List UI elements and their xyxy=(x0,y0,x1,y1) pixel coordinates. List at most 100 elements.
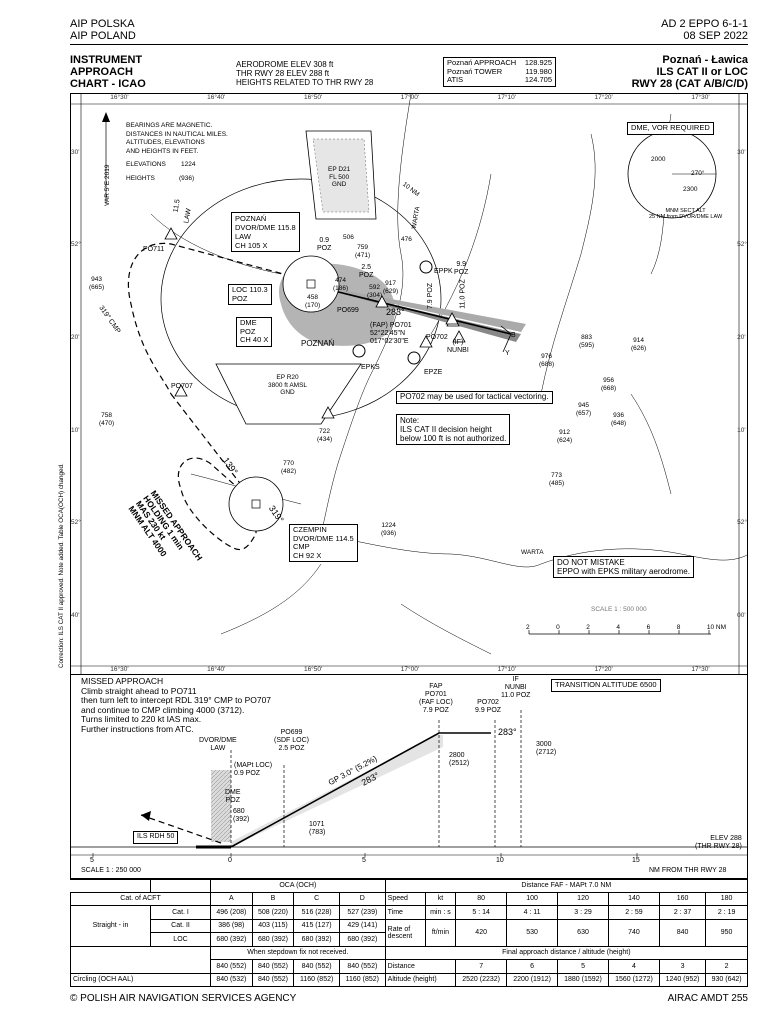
lat-tick: 52° xyxy=(737,519,747,527)
lon-tick: 16°30' xyxy=(110,94,129,101)
elev-ref: (THR RWY 28) xyxy=(695,843,742,850)
speed-label: Speed xyxy=(384,891,426,906)
loc-box: LOC 110.3 POZ xyxy=(228,284,272,305)
area-upper: FL 500 xyxy=(329,173,350,181)
obstacle: 912(624) xyxy=(557,429,572,444)
navaid-name: DVOR/DME xyxy=(199,737,237,744)
rate: 630 xyxy=(557,918,609,947)
lon-tick: 17°20' xyxy=(594,666,613,673)
time: 3 : 29 xyxy=(557,905,609,920)
height: (783) xyxy=(309,829,326,836)
note-title: Note: xyxy=(400,416,420,425)
area-name: EP D21 xyxy=(328,166,351,173)
transition-altitude: TRANSITION ALTITUDE 6500 xyxy=(551,679,661,692)
note-title: DO NOT MISTAKE xyxy=(557,558,625,567)
elev-value: ELEV 288 xyxy=(710,835,742,842)
navaid-ident: LAW xyxy=(235,232,251,241)
group-label: Straight - in xyxy=(70,905,151,947)
altitude: 930 (642) xyxy=(705,972,748,987)
obs-elev: 506 xyxy=(343,234,354,241)
heights-label: HEIGHTS xyxy=(126,175,155,182)
oca-cell: 840 (552) xyxy=(251,972,295,987)
obs-elev: 956 xyxy=(603,377,615,384)
lon-tick: 16°30' xyxy=(110,666,129,673)
col-head: D xyxy=(338,891,386,906)
scale-tick: 2 xyxy=(526,624,530,631)
po711-fix: PO711 xyxy=(143,246,165,253)
lat-tick: 52° xyxy=(737,241,747,249)
cat2-note: Note: ILS CAT II decision height below 1… xyxy=(396,414,511,445)
lon-tick: 17°10' xyxy=(497,666,516,673)
speed: 80 xyxy=(455,891,508,906)
obstacle: 914(626) xyxy=(631,337,646,352)
obs-elev: 474 xyxy=(335,277,347,284)
elevations-label: ELEVATIONS xyxy=(126,161,166,168)
rate: 950 xyxy=(705,918,748,947)
col-head: B xyxy=(251,891,295,906)
aip-header-left: AIP POLSKA AIP POLAND xyxy=(70,18,136,42)
obs-elev: 917 xyxy=(385,280,397,287)
oca-cell: 840 (552) xyxy=(210,959,253,974)
navaid-name: POZNAŃ xyxy=(235,214,267,223)
minima-tables: OCA (OCH) Distance FAF - MAPt 7.0 NM Cat… xyxy=(70,878,749,987)
poz-11: 11.0 POZ xyxy=(460,279,468,308)
obstacle: 773(485) xyxy=(549,472,564,487)
thr-elev: ELEV 288(THR RWY 28) xyxy=(695,835,742,851)
obs-elev: 976 xyxy=(541,353,553,360)
runway-category: RWY 28 (CAT A/B/C/D) xyxy=(631,78,748,90)
obs-height: (657) xyxy=(576,409,592,417)
obs-height: (434) xyxy=(317,435,333,443)
obs-height: (186) xyxy=(333,284,349,292)
time: 5 : 14 xyxy=(455,905,508,920)
dist-title: Distance FAF - MAPt 7.0 NM xyxy=(384,878,749,893)
msa-sector-b: 2300 xyxy=(683,186,698,193)
msa-caption: MNM SECT ALT 25 NM from DVOR/DME LAW xyxy=(649,208,722,220)
loc-freq: LOC 110.3 xyxy=(232,285,268,294)
aip-polska: AIP POLSKA xyxy=(70,18,135,30)
obstacle: 883(595) xyxy=(579,334,594,349)
if-nunbi: (IF) NUNBI xyxy=(447,339,469,355)
lon-tick: 17°10' xyxy=(497,94,516,101)
dist-ref: POZ xyxy=(427,282,435,298)
altitude-label: Altitude (height) xyxy=(384,972,457,987)
fix-name: PO699 xyxy=(280,729,303,736)
time: 2 : 19 xyxy=(705,905,748,920)
oca-cell: 403 (115) xyxy=(251,918,295,933)
freq-name: Poznań APPROACH xyxy=(447,58,517,67)
distance: 7 xyxy=(455,959,508,974)
dist-tick: 0 xyxy=(228,857,232,864)
oca-cell: 516 (228) xyxy=(293,905,340,920)
ep-r20: EP R20 3800 ft AMSL GND xyxy=(268,374,307,397)
dist-tick: 15 xyxy=(632,857,640,864)
oca-table: OCA (OCH) Distance FAF - MAPt 7.0 NM Cat… xyxy=(70,878,749,987)
fap-name: (FAP) PO701 xyxy=(370,322,412,329)
time: 4 : 11 xyxy=(506,905,559,920)
obstacle: 956(668) xyxy=(601,377,616,392)
aip-header-right: AD 2 EPPO 6-1-1 08 SEP 2022 xyxy=(661,18,748,42)
lat-tick: 00' xyxy=(737,611,746,619)
oca-cell: 840 (552) xyxy=(338,959,386,974)
obs-elev: 592 xyxy=(369,284,381,291)
missed-line: then turn left to intercept RDL 319° CMP… xyxy=(81,695,272,705)
time: 2 : 37 xyxy=(658,905,707,920)
fix-label: IF xyxy=(512,676,519,683)
lon-tick: 16°50' xyxy=(303,94,323,101)
col-head: C xyxy=(293,891,340,906)
msa-caption-line: MNM SECT ALT xyxy=(665,208,706,214)
circling-label: Circling (OCH AAL) xyxy=(70,972,211,987)
scale-tick: 4 xyxy=(616,624,621,631)
obs-elev: 943 xyxy=(91,276,103,283)
ep-d21: EP D21 FL 500 GND xyxy=(328,166,350,189)
missed-line: MISSED APPROACH xyxy=(81,676,164,686)
freq-value: 124.705 xyxy=(524,75,552,84)
lat-tick: 52° xyxy=(71,241,81,249)
rate: 740 xyxy=(607,918,660,947)
line-y: Y xyxy=(505,350,510,357)
speed: 180 xyxy=(705,891,748,906)
msa-sector-a: 2000 xyxy=(651,156,666,163)
height: (2512) xyxy=(449,760,470,767)
epks-aerodrome: EPKS xyxy=(361,364,380,371)
